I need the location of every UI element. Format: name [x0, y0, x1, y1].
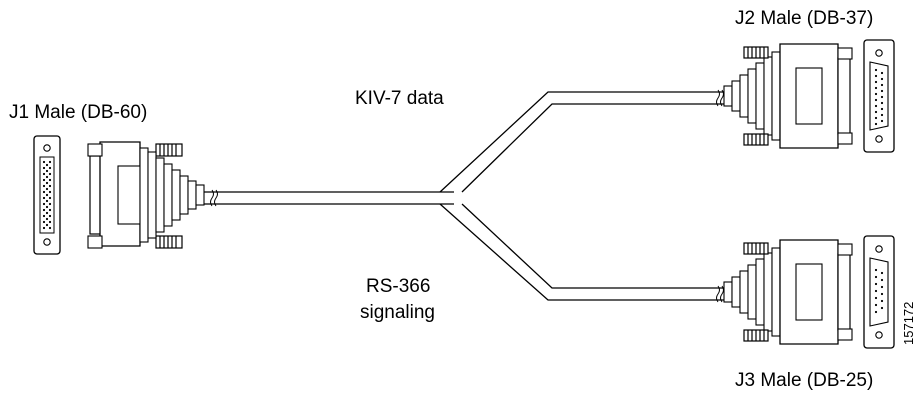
j2-label: J2 Male (DB-37)	[735, 8, 873, 29]
kiv7-data-label: KIV-7 data	[355, 88, 444, 109]
cable	[204, 89, 724, 303]
j3-pin-grid	[874, 268, 884, 314]
j1-pin-grid	[42, 160, 52, 230]
j2-connector	[723, 39, 895, 153]
rs366-label-line1: RS-366	[366, 276, 430, 297]
figure-number: 157172	[901, 302, 916, 345]
j3-label: J3 Male (DB-25)	[735, 370, 873, 391]
j3-connector	[723, 235, 895, 349]
j1-connector	[33, 135, 205, 255]
rs366-label-line2: signaling	[360, 302, 435, 323]
j1-label: J1 Male (DB-60)	[9, 102, 147, 123]
j2-pin-grid	[874, 68, 884, 126]
